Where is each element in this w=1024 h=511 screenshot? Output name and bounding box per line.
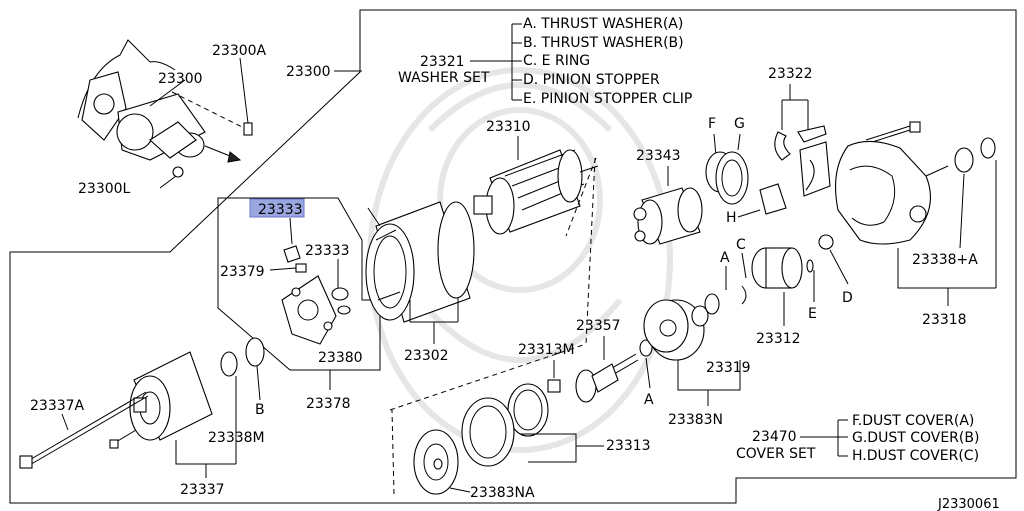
part-23333-highlighted-label: 23333	[258, 202, 303, 218]
dust-cover-g-label: G	[734, 116, 745, 132]
brush-spring	[283, 245, 301, 263]
part-23343-label: 23343	[636, 148, 681, 164]
part-23338m-label: 23338M	[208, 430, 265, 446]
dust-cover-h-part	[759, 183, 787, 215]
part-23338a-label: 23338+A	[912, 252, 978, 268]
drive-housing	[835, 140, 949, 245]
brush-holder	[281, 275, 337, 345]
part-23300-inset-label: 23300	[158, 71, 203, 87]
armature	[473, 149, 599, 235]
solenoid	[633, 187, 703, 245]
part-23383n-label: 23383N	[668, 412, 723, 428]
cover-set-label: COVER SET	[736, 446, 816, 462]
part-23383na-label: 23383NA	[470, 485, 535, 501]
thrust-washer-a-label: A	[644, 392, 654, 408]
part-23312-label: 23312	[756, 331, 801, 347]
washer-set-item-d: D. PINION STOPPER	[523, 72, 660, 88]
pinion-assembly	[704, 234, 834, 315]
washer-set-item-b: B. THRUST WASHER(B)	[523, 35, 684, 51]
part-23302-label: 23302	[404, 348, 449, 364]
washer-set-label: WASHER SET	[398, 70, 490, 86]
part-23300-label: 23300	[286, 64, 331, 80]
part-23337-label: 23337	[180, 482, 225, 498]
brush-holder-clips	[331, 287, 351, 315]
pinion-stopper-clip-e-label: E	[808, 306, 817, 322]
bracket-clip-parts	[774, 125, 831, 197]
pinion-shaft	[575, 339, 653, 403]
part-23333-label: 23333	[305, 243, 350, 259]
bearing-23338m	[220, 351, 238, 377]
rear-housing	[129, 351, 213, 441]
part-23318-label: 23318	[922, 312, 967, 328]
part-23319-label: 23319	[706, 360, 751, 376]
part-23322-label: 23322	[768, 66, 813, 82]
engine-mount-illustration	[77, 39, 253, 189]
exploded-view-frame	[9, 9, 1017, 504]
cover-set-item-g: G.DUST COVER(B)	[852, 430, 979, 446]
screw	[109, 429, 137, 449]
bushing-rings	[954, 137, 996, 173]
washer-set-item-a: A. THRUST WASHER(A)	[523, 16, 683, 32]
part-23300l-label: 23300L	[78, 181, 131, 197]
dust-cover-f-label: F	[708, 116, 716, 132]
washer-a-label: A	[720, 250, 730, 266]
gear-cover-plate	[413, 429, 459, 495]
cover-set-item-f: F.DUST COVER(A)	[852, 413, 974, 429]
part-23310-label: 23310	[486, 119, 531, 135]
thrust-washer-b	[245, 337, 265, 367]
part-23380-label: 23380	[318, 350, 363, 366]
part-23321-label: 23321	[420, 54, 465, 70]
part-23357-label: 23357	[576, 318, 621, 334]
internal-gear-rings	[461, 383, 549, 467]
washer-set-item-e: E. PINION STOPPER CLIP	[523, 91, 692, 107]
cover-set-item-h: H.DUST COVER(C)	[852, 448, 979, 464]
part-23313m-label: 23313M	[518, 342, 575, 358]
part-23378-label: 23378	[306, 396, 351, 412]
center-bracket	[643, 299, 709, 361]
washer-set-item-c: C. E RING	[523, 53, 590, 69]
thrust-washer-b-label: B	[255, 402, 265, 418]
part-23333-highlight	[249, 198, 305, 218]
part-23300a-label: 23300A	[212, 43, 267, 59]
part-23470-label: 23470	[752, 429, 797, 445]
diagram-code: J2330061	[937, 497, 1000, 511]
through-bolt-23337a	[19, 391, 149, 469]
washer-c-label: C	[736, 237, 746, 253]
nut-23313m	[547, 379, 561, 393]
dust-cover-rings	[705, 151, 749, 205]
yoke-field-coil	[365, 201, 475, 323]
dust-cover-h-label: H	[726, 210, 737, 226]
part-23337a-label: 23337A	[30, 398, 85, 414]
brush	[295, 263, 307, 273]
part-23379-label: 23379	[220, 264, 265, 280]
part-23313-label: 23313	[606, 438, 651, 454]
through-bolt-top	[865, 121, 921, 145]
pinion-stopper-d-label: D	[842, 290, 853, 306]
